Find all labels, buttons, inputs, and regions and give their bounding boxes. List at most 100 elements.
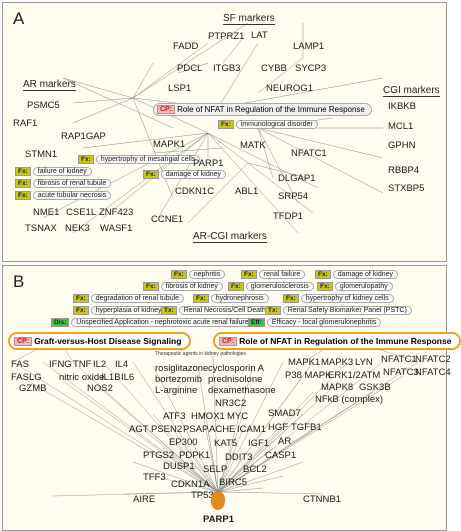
gene-atf3: ATF3 [163,411,186,422]
gene-atm: ATM [361,370,381,381]
gene-sycp3: SYCP3 [292,60,327,76]
gene-ar: AR [278,436,292,447]
gene-neurog1: NEUROG1 [264,80,313,96]
fx-degradation-tubule: Fx:degradation of renal tubule [73,294,185,303]
fx-immunological-disorder: Fx:immunological disorder [218,120,318,129]
gene-mapk8: MAPK8 [321,382,354,393]
fx-tag: Fx: [218,120,234,129]
fx-hydronephrosis: Fx:hydronephrosis [193,294,269,303]
gene-matk: MATK [238,137,266,153]
panel-b: B Fx:nephritis Fx:renal failure Fx:damag… [2,265,461,531]
gene-casp1: CASP1 [265,450,297,461]
gene-lsp1: LSP1 [165,80,192,96]
gene-abl1: ABL1 [232,183,259,199]
group-ar-cgi-markers: AR-CGI markers [193,231,267,243]
gene-lat: LAT [249,27,268,43]
gene-ikbkb: IKBKB [386,98,416,114]
fx-tag: Fx: [143,282,159,291]
group-cgi-markers: CGI markers [383,85,440,97]
fx-tag: Fx: [15,167,31,176]
gene-nitric-oxide: nitric oxide [59,372,105,383]
drug-dexamethasone: dexamethasone [208,385,276,396]
gene-icam1: ICAM1 [237,424,267,435]
gene-lamp1: LAMP1 [290,38,325,54]
fx-text: hyperplasia of kidney [90,306,167,315]
gene-itgb3: ITGB3 [210,60,241,76]
eff-tag: Eff: [248,318,265,327]
tx-tag: Tx: [265,306,281,315]
gene-mapk1-b: MAPK1 [288,357,321,368]
gene-gphn: GPHN [385,137,416,153]
panel-b-label: B [13,272,25,291]
gene-mapk3: MAPK3 [321,357,354,368]
gene-ache: ACHE [209,424,236,435]
fx-tag: Fx: [171,270,187,279]
gene-hgf: HGF [268,422,289,433]
fx-glomerulosclerosis: Fx:glomerulosclerosis [228,282,314,291]
drug-caption: Therapeutic agents in kidney pathologies [155,351,246,357]
gene-bcl2: BCL2 [243,464,267,475]
gene-ddit3: DDIT3 [225,452,253,463]
drug-prednisolone: prednisolone [208,374,263,385]
gene-gzmb: GZMB [19,383,47,394]
group-sf-markers: SF markers [223,13,275,25]
fx-tag: Fx: [283,294,299,303]
gene-nfatc1: NFATC1 [289,145,327,161]
gene-selp: SELP [203,464,228,475]
fx-text: glomerulosclerosis [245,282,314,291]
gene-tff3: TFF3 [143,472,166,483]
fx-acute-tubular-necrosis: Fx:acute tubular necrosis [15,191,112,200]
tx-tag: Tx: [161,306,177,315]
fx-damage-kidney-b: Fx:damage of kidney [315,270,399,279]
panel-a-label: A [13,9,25,28]
gene-psen2: PSEN2 [151,424,183,435]
gene-ifng: IFNG [49,359,72,370]
gene-pdcl: PDCL [174,60,203,76]
gene-nos2: NOS2 [87,383,113,394]
fx-hypertrophy-kidney-cells: Fx:hypertrophy of kidney cells [283,294,394,303]
cp-text: Graft-versus-Host Disease Signaling [34,336,182,346]
fx-glomerulopathy: Fx:glomerulopathy [317,282,393,291]
fx-fibrosis-kidney: Fx:fibrosis of kidney [143,282,223,291]
gene-tfdp1: TFDP1 [270,208,304,224]
gene-wasf1: WASF1 [97,220,133,236]
cp-nfat-a: CP:Role of NFAT in Regulation of the Imm… [153,103,372,116]
fx-text: hypertrophy of mesangial cells [95,155,201,164]
fx-text: hydronephrosis [210,294,269,303]
gene-nek3: NEK3 [63,220,90,236]
fx-renal-failure: Fx:renal failure [241,270,306,279]
gene-kat5: KAT5 [214,438,238,449]
gene-parp1: PARP1 [190,155,224,171]
gene-psmc5: PSMC5 [25,97,60,113]
gene-nfkb: NFkB (complex) [315,394,384,405]
gene-stxbp5: STXBP5 [385,180,425,196]
cp-text: Role of NFAT in Regulation of the Immune… [239,336,452,346]
fx-text: damage of kidney [332,270,399,279]
fx-text: hypertrophy of kidney cells [300,294,394,303]
gene-fadd: FADD [170,38,199,54]
fx-tag: Fx: [73,306,89,315]
cp-text: Role of NFAT in Regulation of the Immune… [177,105,365,114]
gene-myc: MYC [227,411,249,422]
fx-damage-kidney: Fx:damage of kidney [143,170,227,179]
gene-rbbp4: RBBP4 [385,162,420,178]
eff-text: Efficacy - focal glomerulonephritis [266,318,382,327]
gene-pdpk1: PDPK1 [179,450,211,461]
gene-nfatc2: NFATC2 [415,354,451,365]
fx-failure-kidney: Fx:failure of kidney [15,167,92,176]
gene-erk12: ERK1/2 [328,370,361,381]
fx-text: nephritis [188,270,226,279]
fx-tag: Fx: [15,179,31,188]
gene-nfatc3: NFATC3 [383,367,419,378]
gene-srp54: SRP54 [275,188,309,204]
gene-fas: FAS [11,359,29,370]
dis-nephrotoxic-arf: Dis:Unspecified Application - nephrotoxi… [51,318,254,327]
gene-smad7: SMAD7 [268,408,301,419]
gene-cdkn1c: CDKN1C [172,183,215,199]
gene-mcl1: MCL1 [385,118,414,134]
fx-nephritis: Fx:nephritis [171,270,226,279]
gene-faslg: FASLG [11,372,42,383]
fx-text: degradation of renal tubule [90,294,185,303]
fx-tag: Fx: [73,294,89,303]
eff-focal-glomerulonephritis: Eff:Efficacy - focal glomerulonephritis [248,318,382,327]
